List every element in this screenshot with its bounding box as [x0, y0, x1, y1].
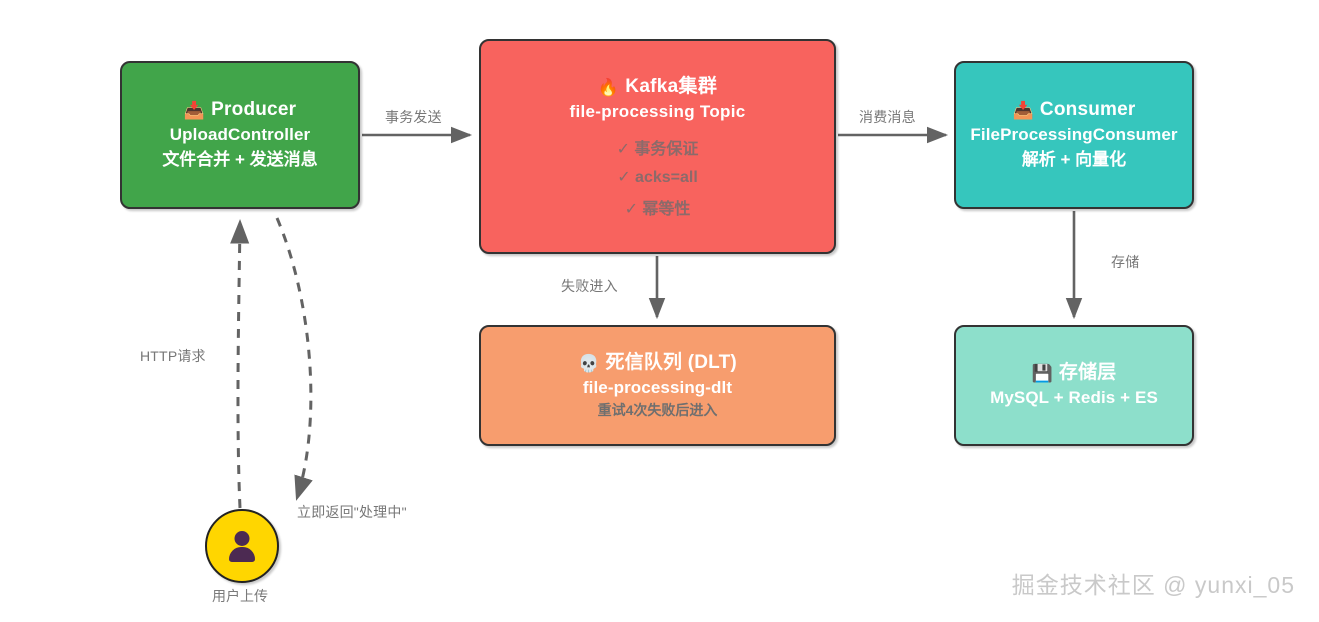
node-kafka-bullet: ✓ 事务保证 — [616, 140, 699, 158]
node-producer-title: 📥Producer — [183, 99, 297, 122]
actor-user-label: 用户上传 — [212, 588, 268, 604]
node-kafka-bullet: ✓ acks=all — [617, 168, 698, 186]
edge-return — [275, 217, 313, 501]
edge-label-return: 立即返回"处理中" — [297, 504, 407, 520]
node-kafka[interactable]: 🔥Kafka集群 file-processing Topic ✓ 事务保证 ✓ … — [479, 39, 836, 254]
node-storage[interactable]: 💾存储层 MySQL + Redis + ES — [954, 325, 1194, 446]
actor-user[interactable] — [205, 509, 279, 583]
edge-label-store: 存储 — [1111, 254, 1140, 270]
inbox-tray-icon: 📥 — [1012, 101, 1034, 122]
node-dlt-desc: 重试4次失败后进入 — [597, 401, 718, 418]
node-storage-subtitle: MySQL + Redis + ES — [990, 388, 1158, 408]
person-icon — [225, 529, 259, 563]
node-kafka-title: 🔥Kafka集群 — [597, 76, 718, 99]
edge-label-http: HTTP请求 — [140, 348, 206, 364]
inbox-tray-icon: 📥 — [183, 101, 206, 122]
node-producer-subtitle: UploadController — [169, 125, 311, 145]
node-consumer-title: 📥Consumer — [1012, 99, 1136, 122]
edge-label-consume: 消费消息 — [859, 109, 916, 125]
watermark: 掘金技术社区 @ yunxi_05 — [1011, 572, 1295, 598]
node-kafka-bullets: ✓ 事务保证 ✓ acks=all ✓ 幂等性 — [617, 135, 699, 219]
node-storage-title: 💾存储层 — [1031, 362, 1117, 385]
node-consumer[interactable]: 📥Consumer FileProcessingConsumer 解析 + 向量… — [954, 61, 1194, 209]
person-head — [234, 531, 250, 546]
node-dlt[interactable]: 💀死信队列 (DLT) file-processing-dlt 重试4次失败后进… — [479, 325, 836, 446]
floppy-disk-icon: 💾 — [1031, 364, 1053, 385]
edge-http — [230, 219, 250, 509]
node-consumer-desc: 解析 + 向量化 — [1021, 149, 1127, 169]
skull-icon: 💀 — [578, 354, 600, 375]
node-consumer-subtitle: FileProcessingConsumer — [970, 125, 1178, 145]
node-dlt-title: 💀死信队列 (DLT) — [578, 352, 737, 375]
edge-label-fail: 失败进入 — [561, 278, 618, 294]
node-kafka-bullet: ✓ 幂等性 — [624, 200, 691, 218]
person-body — [229, 547, 255, 562]
edge-label-transact: 事务发送 — [385, 109, 442, 125]
node-producer[interactable]: 📥Producer UploadController 文件合并 + 发送消息 — [120, 61, 360, 209]
node-kafka-subtitle: file-processing Topic — [569, 102, 746, 122]
flame-icon: 🔥 — [597, 78, 620, 99]
node-dlt-subtitle: file-processing-dlt — [582, 378, 733, 398]
node-producer-desc: 文件合并 + 发送消息 — [162, 149, 318, 169]
